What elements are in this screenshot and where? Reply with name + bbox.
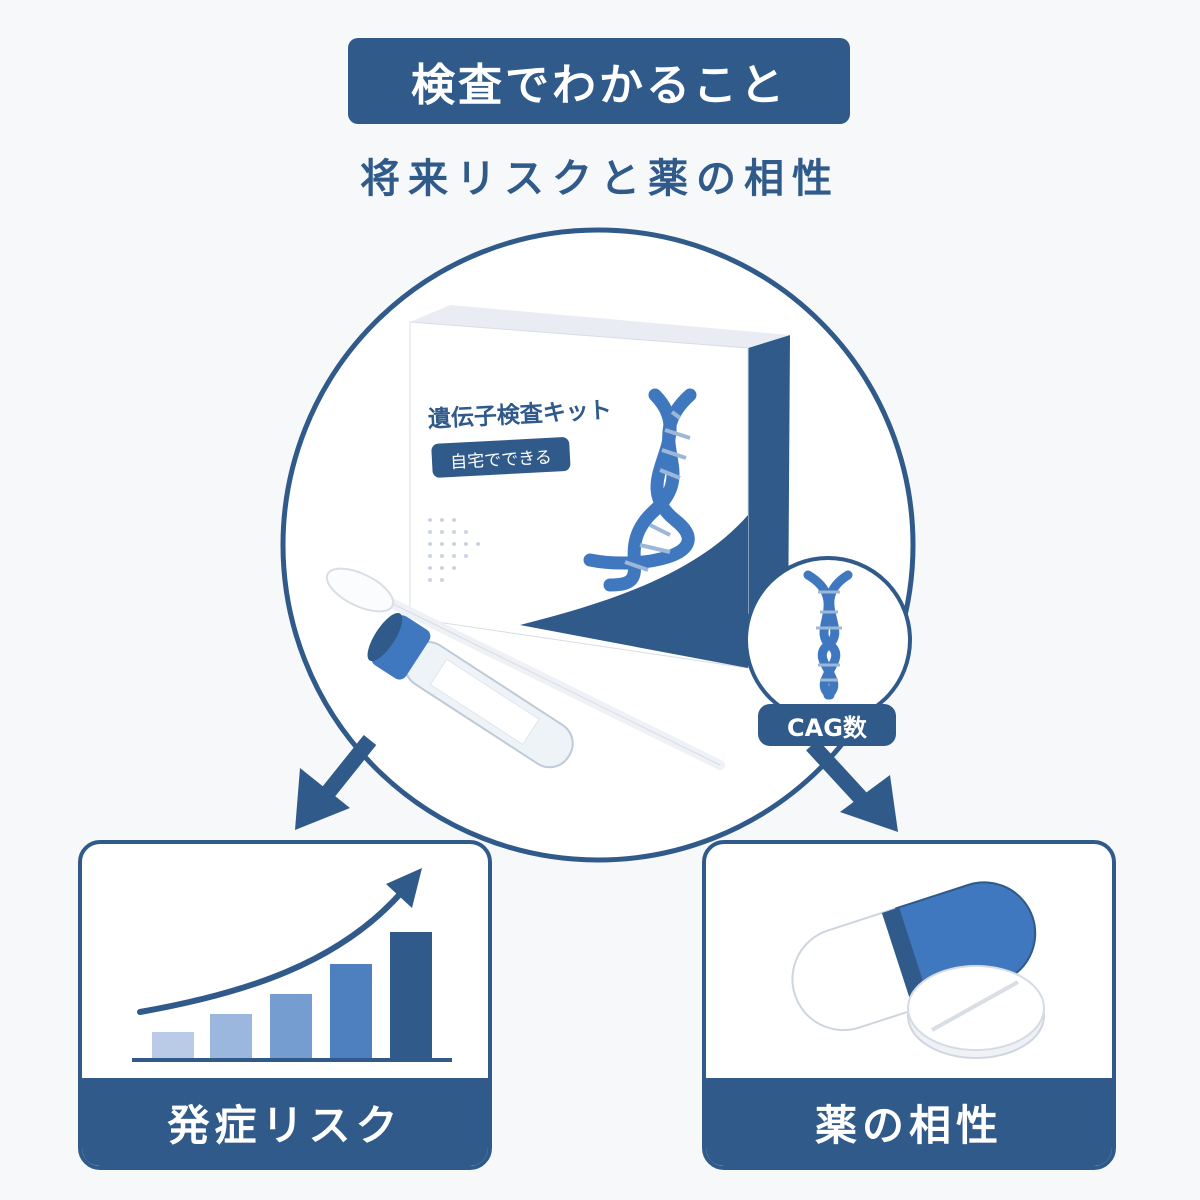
dna-icon [583, 388, 697, 592]
pill-icon [791, 881, 1045, 1059]
title-badge: 検査でわかること [348, 38, 850, 124]
cag-label: CAG数 [787, 713, 867, 742]
risk-card: 発症リスク [78, 840, 492, 1170]
cag-badge: CAG数 [758, 704, 896, 746]
kit-badge: 自宅でできる [431, 436, 571, 478]
left-arrow-icon [295, 735, 377, 830]
kit-box [409, 305, 790, 669]
tablet-icon [907, 965, 1045, 1059]
risk-card-footer: 発症リスク [82, 1078, 488, 1166]
risk-label: 発症リスク [167, 1100, 403, 1150]
drug-card: 薬の相性 [702, 840, 1116, 1170]
page-subtitle: 将来リスクと薬の相性 [360, 156, 840, 202]
page-title: 検査でわかること [411, 60, 787, 111]
cag-dna-icon [803, 570, 853, 700]
right-arrow-icon [806, 739, 898, 832]
drug-card-footer: 薬の相性 [706, 1078, 1112, 1166]
test-tube-icon [367, 612, 574, 769]
drug-label: 薬の相性 [814, 1100, 1003, 1150]
bar-chart-icon [132, 868, 452, 1062]
swab-icon [325, 567, 725, 770]
kit-badge-label: 自宅でできる [449, 447, 553, 473]
